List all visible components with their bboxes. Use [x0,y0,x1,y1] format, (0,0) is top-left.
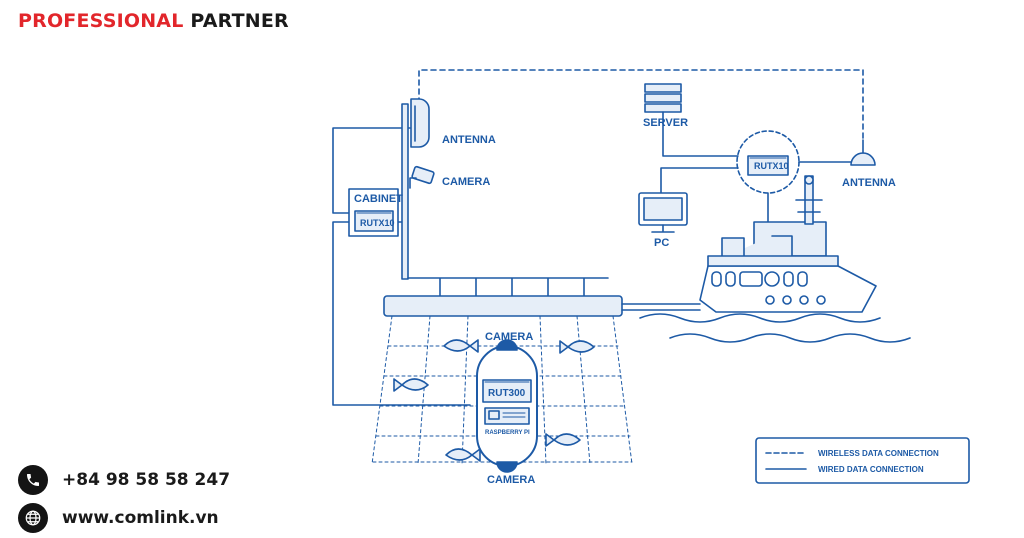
contact-phone[interactable]: +84 98 58 58 247 [18,465,230,495]
contact-website[interactable]: www.comlink.vn [18,503,219,533]
website-url: www.comlink.vn [62,508,219,528]
label-camera-bottom: CAMERA [487,474,535,486]
brand-part1: PROFESSIONAL [18,10,184,32]
label-ship-router: RUTX10 [754,161,789,171]
cabinet-router-icon [354,210,394,232]
legend-box [755,437,970,484]
legend-wireless-label: WIRELESS DATA CONNECTION [818,449,939,458]
waves [639,313,911,343]
wireless-link [418,69,864,141]
phone-number: +84 98 58 58 247 [62,470,231,490]
ship-router-icon [747,155,789,176]
label-antenna-pole: ANTENNA [442,134,496,146]
label-antenna-ship: ANTENNA [842,177,896,189]
brand-part2: PARTNER [190,10,289,32]
wired-link-pc [660,167,739,194]
globe-icon [18,503,48,533]
fish-icon [443,339,479,353]
label-cabinet: CABINET [354,193,403,205]
label-rut300: RUT300 [488,388,526,399]
label-cabinet-router: RUTX10 [360,218,395,228]
raspberry-pi-icon [484,407,530,425]
label-camera-top: CAMERA [485,331,533,343]
fish-icon [393,378,429,392]
label-raspberry-pi: RASPBERRY PI [485,430,530,436]
wired-link-server [662,111,739,157]
wired-link-buoy [332,221,471,406]
phone-icon [18,465,48,495]
buoy-capsule [476,345,538,467]
fish-icon [559,340,595,354]
pole-antenna-icon [410,98,430,148]
wired-link-antenna [332,127,411,214]
rut300-icon [482,379,532,403]
server-icon [644,83,682,113]
buoy-camera-top-icon [496,339,518,351]
fish-icon [445,448,481,462]
label-server: SERVER [643,117,688,129]
legend-wired-label: WIRED DATA CONNECTION [818,465,924,474]
tow-rope [621,303,701,311]
buoy-camera-bottom-icon [496,461,518,473]
ship-portholes [711,271,826,305]
railing [407,277,609,297]
fish-icon [545,433,581,447]
label-pc: PC [654,237,669,249]
pole-camera-icon [409,165,435,189]
ship [699,175,877,313]
pole [401,103,409,280]
ship-antenna-icon [850,152,876,166]
brand-title: PROFESSIONAL PARTNER [18,10,289,32]
label-camera-pole: CAMERA [442,176,490,188]
pier-deck [383,295,623,317]
